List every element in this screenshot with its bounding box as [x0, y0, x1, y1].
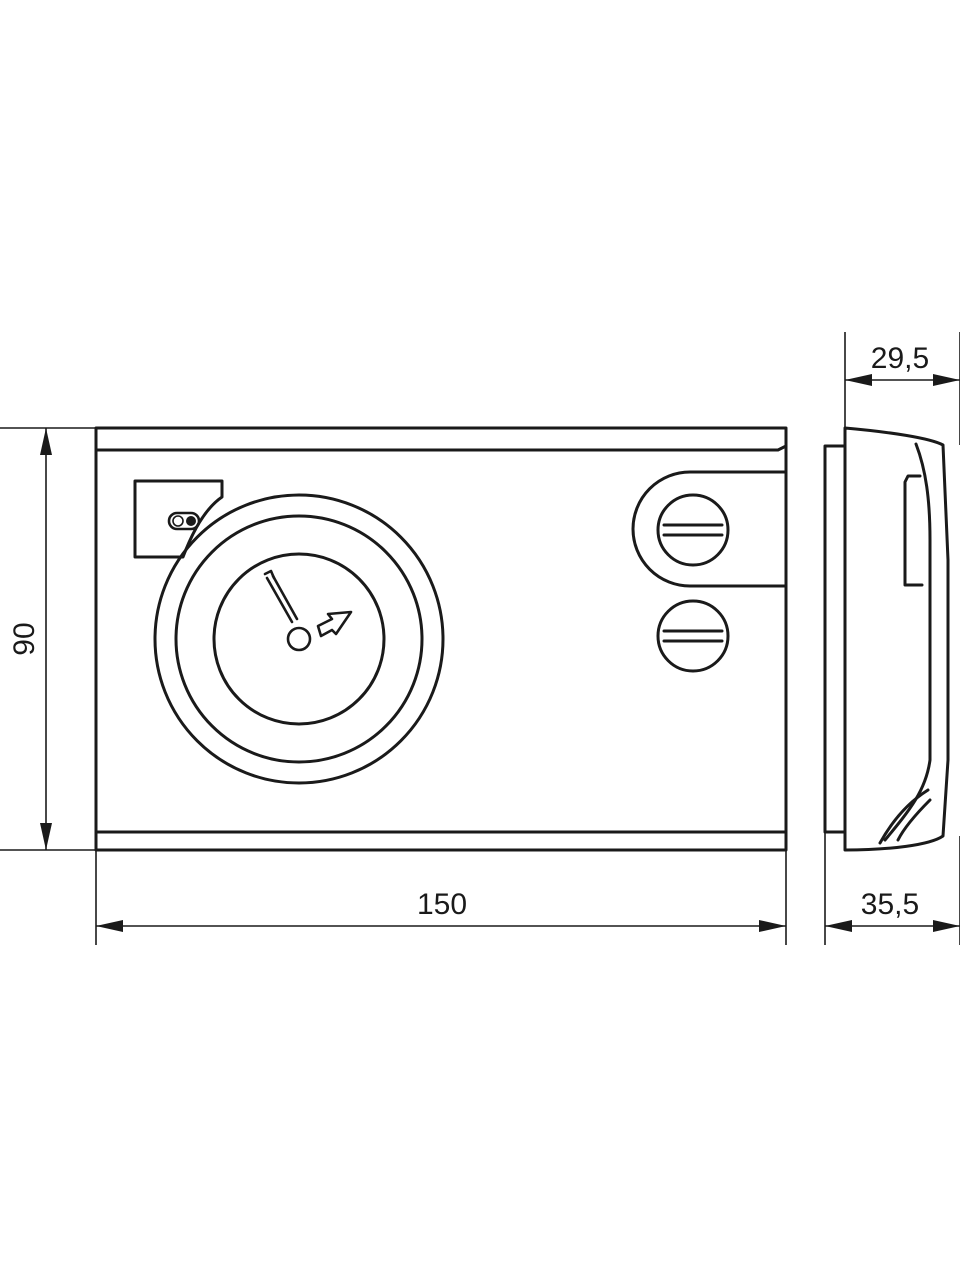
switch-panel-outline	[133, 479, 224, 559]
housing-outline	[94, 426, 788, 852]
depth-bottom-label: 35,5	[861, 888, 919, 921]
dial-face	[212, 552, 386, 726]
dial[interactable]	[153, 493, 445, 785]
side-button	[903, 474, 924, 587]
side-body	[843, 426, 950, 852]
clock-hand-icon	[263, 569, 353, 652]
upper-knob[interactable]	[656, 493, 730, 567]
width-label: 150	[417, 888, 467, 921]
side-view	[823, 426, 950, 852]
side-inner-profile	[883, 442, 932, 842]
front-view	[94, 426, 788, 852]
depth-top-label: 29,5	[871, 342, 929, 375]
dial-mid-ring	[174, 514, 424, 764]
dial-outer-ring	[153, 493, 445, 785]
side-lower-detail	[878, 788, 932, 845]
dimension-lines	[0, 332, 960, 945]
back-plate	[823, 444, 847, 834]
toggle-switch-icon[interactable]	[167, 511, 201, 531]
switch-panel	[133, 479, 224, 559]
height-label: 90	[8, 622, 41, 655]
top-band	[94, 444, 788, 452]
knob-housing	[631, 470, 788, 588]
lower-knob[interactable]	[656, 599, 730, 673]
